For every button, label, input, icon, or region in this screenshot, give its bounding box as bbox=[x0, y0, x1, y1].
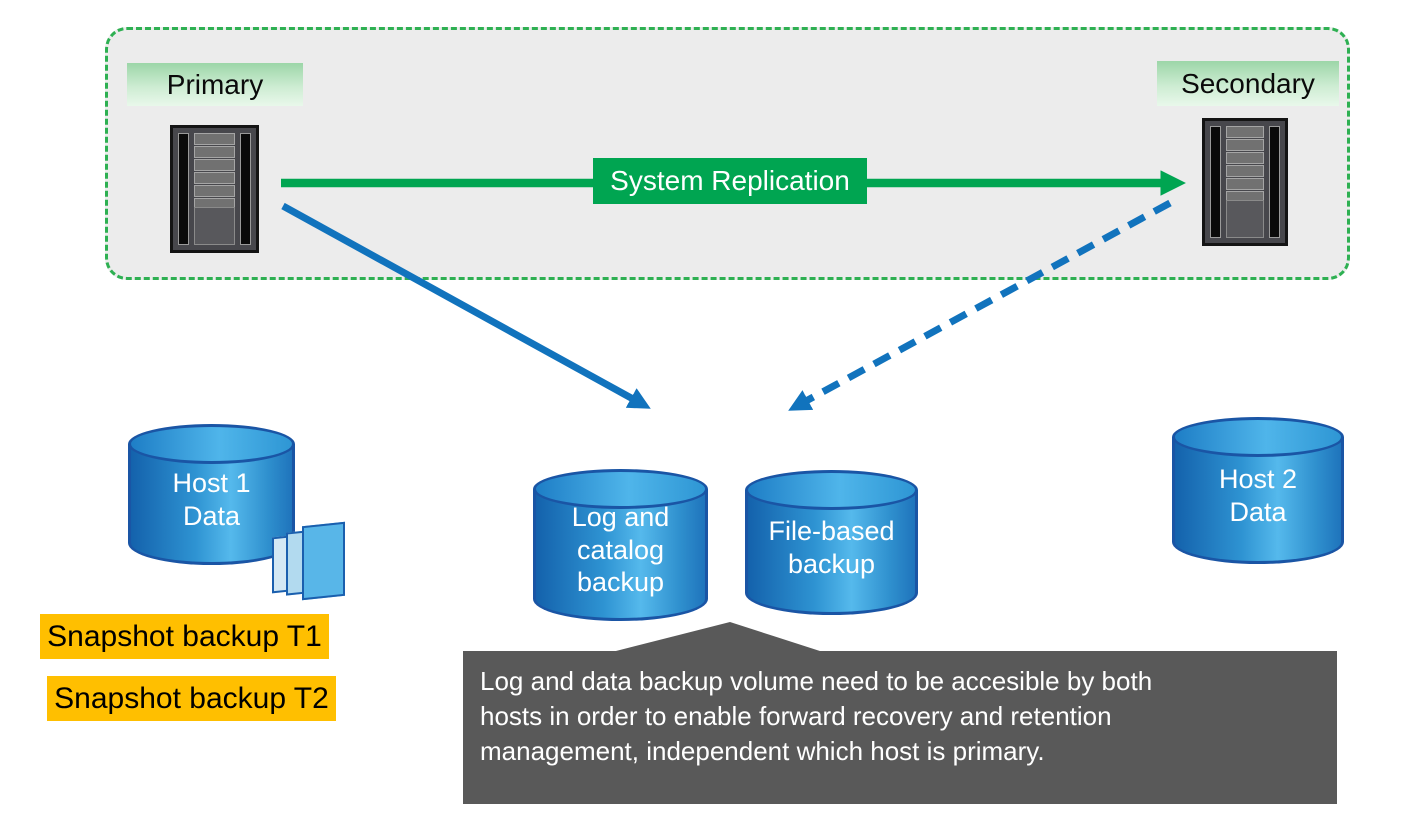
callout-pointer bbox=[612, 622, 823, 652]
server-front bbox=[1226, 126, 1264, 238]
secondary-label: Secondary bbox=[1157, 61, 1339, 106]
file-based-backup-label: File-based backup bbox=[768, 515, 895, 579]
secondary-server-icon bbox=[1202, 118, 1288, 246]
server-rail bbox=[1210, 126, 1221, 238]
host1-data-label: Host 1 Data bbox=[172, 467, 251, 531]
primary-label: Primary bbox=[127, 63, 303, 106]
log-catalog-backup-label: Log and catalog backup bbox=[571, 501, 670, 598]
file-based-backup-cylinder: File-based backup bbox=[745, 470, 918, 615]
snapshot-backup-t2-badge: Snapshot backup T2 bbox=[47, 676, 336, 721]
snapshot-pages-icon bbox=[272, 521, 352, 602]
server-rail bbox=[1269, 126, 1280, 238]
system-replication-label: System Replication bbox=[593, 158, 867, 204]
server-rail bbox=[240, 133, 251, 245]
server-rail bbox=[178, 133, 189, 245]
server-front bbox=[194, 133, 235, 245]
host1-data-cylinder: Host 1 Data bbox=[128, 424, 295, 565]
log-catalog-backup-cylinder: Log and catalog backup bbox=[533, 469, 708, 621]
host2-data-label: Host 2 Data bbox=[1218, 463, 1298, 527]
backup-volume-callout: Log and data backup volume need to be ac… bbox=[463, 651, 1337, 804]
host2-data-cylinder: Host 2 Data bbox=[1172, 417, 1344, 564]
snapshot-backup-t1-badge: Snapshot backup T1 bbox=[40, 614, 329, 659]
primary-server-icon bbox=[170, 125, 259, 253]
